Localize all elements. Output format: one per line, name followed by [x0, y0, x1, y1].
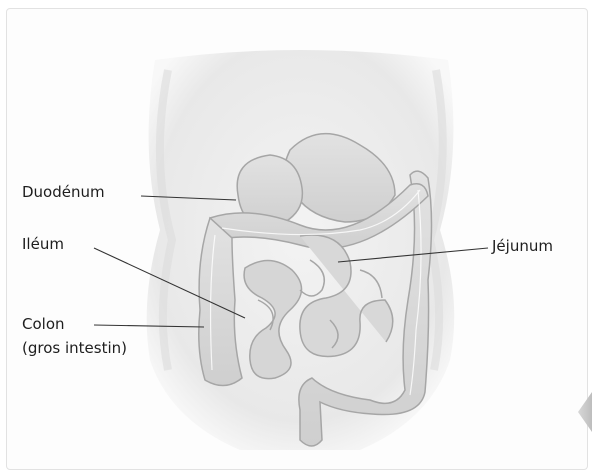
duodenum-label: Duodénum [22, 183, 105, 201]
jejunum-label: Jéjunum [492, 237, 553, 255]
ileum-label: Iléum [22, 235, 64, 253]
colon-label: Colon [22, 315, 65, 333]
colon-sub-label: (gros intestin) [22, 339, 127, 357]
